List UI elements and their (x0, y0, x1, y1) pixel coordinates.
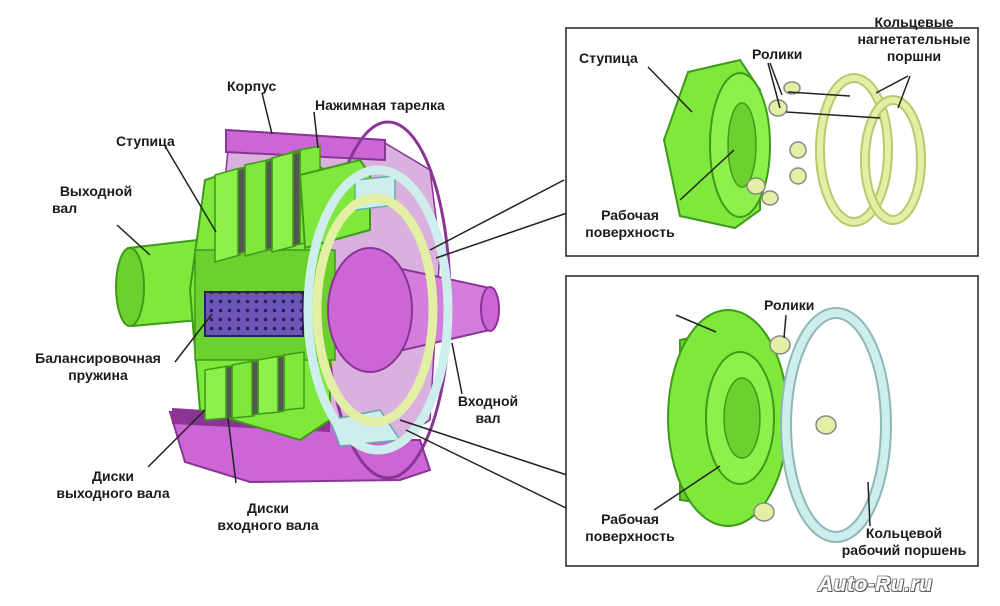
label-input-shaft-disks-line2: входного вала (217, 517, 319, 533)
inset-top-label-pistons: Кольцевые нагнетательные поршни (850, 14, 978, 65)
inset-top-label-surface: Рабочая поверхность (574, 207, 686, 241)
label-output-shaft: Выходной вал (48, 183, 144, 217)
label-input-shaft-disks-line1: Диски (247, 500, 289, 516)
label-hub: Ступица (116, 133, 175, 149)
inset-bottom-label-piston-line1: Кольцевой (865, 525, 943, 541)
label-balancing-spring: Балансировочная пружина (18, 350, 178, 384)
label-output-shaft-line2: вал (52, 200, 78, 216)
main-assembly (115, 120, 500, 484)
inset-bottom-label-surface-line2: поверхность (585, 528, 675, 544)
label-output-shaft-disks: Диски выходного вала (38, 468, 188, 502)
inset-bottom-label-piston-line2: рабочий поршень (841, 542, 967, 558)
inset-top (565, 27, 979, 257)
inset-top-label-pistons-line1: Кольцевые (874, 14, 954, 30)
input-shaft (303, 165, 500, 455)
label-balancing-spring-line1: Балансировочная (35, 350, 161, 366)
inset-bottom-label-piston: Кольцевой рабочий поршень (838, 525, 970, 559)
label-input-shaft-line1: Входной (457, 393, 519, 409)
label-input-shaft: Входной вал (452, 393, 524, 427)
inset-top-label-surface-line1: Рабочая (601, 207, 659, 223)
inset-bottom-label-surface: Рабочая поверхность (570, 511, 690, 545)
leader-lines (116, 92, 571, 509)
label-output-shaft-disks-line1: Диски (92, 468, 134, 484)
label-input-shaft-disks: Диски входного вала (200, 500, 336, 534)
lower-disks (204, 351, 305, 421)
inset-bottom-label-surface-line1: Рабочая (601, 511, 659, 527)
label-output-shaft-disks-line2: выходного вала (56, 485, 170, 501)
watermark: Auto-Ru.ru (818, 573, 933, 596)
label-pressure-plate: Нажимная тарелка (315, 97, 445, 113)
inset-top-label-surface-line2: поверхность (585, 224, 675, 240)
label-balancing-spring-line2: пружина (68, 367, 128, 383)
inset-top-label-hub: Ступица (579, 50, 638, 66)
inset-bottom-label-rollers: Ролики (764, 297, 815, 313)
inset-top-label-pistons-line3: поршни (886, 48, 942, 64)
balancing-spring (204, 291, 304, 337)
label-housing: Корпус (227, 78, 277, 94)
label-output-shaft-line1: Выходной (59, 183, 133, 199)
inset-bottom (565, 275, 979, 567)
inset-top-label-rollers: Ролики (752, 46, 803, 62)
label-input-shaft-line2: вал (475, 410, 501, 426)
inset-top-label-pistons-line2: нагнетательные (857, 31, 971, 47)
